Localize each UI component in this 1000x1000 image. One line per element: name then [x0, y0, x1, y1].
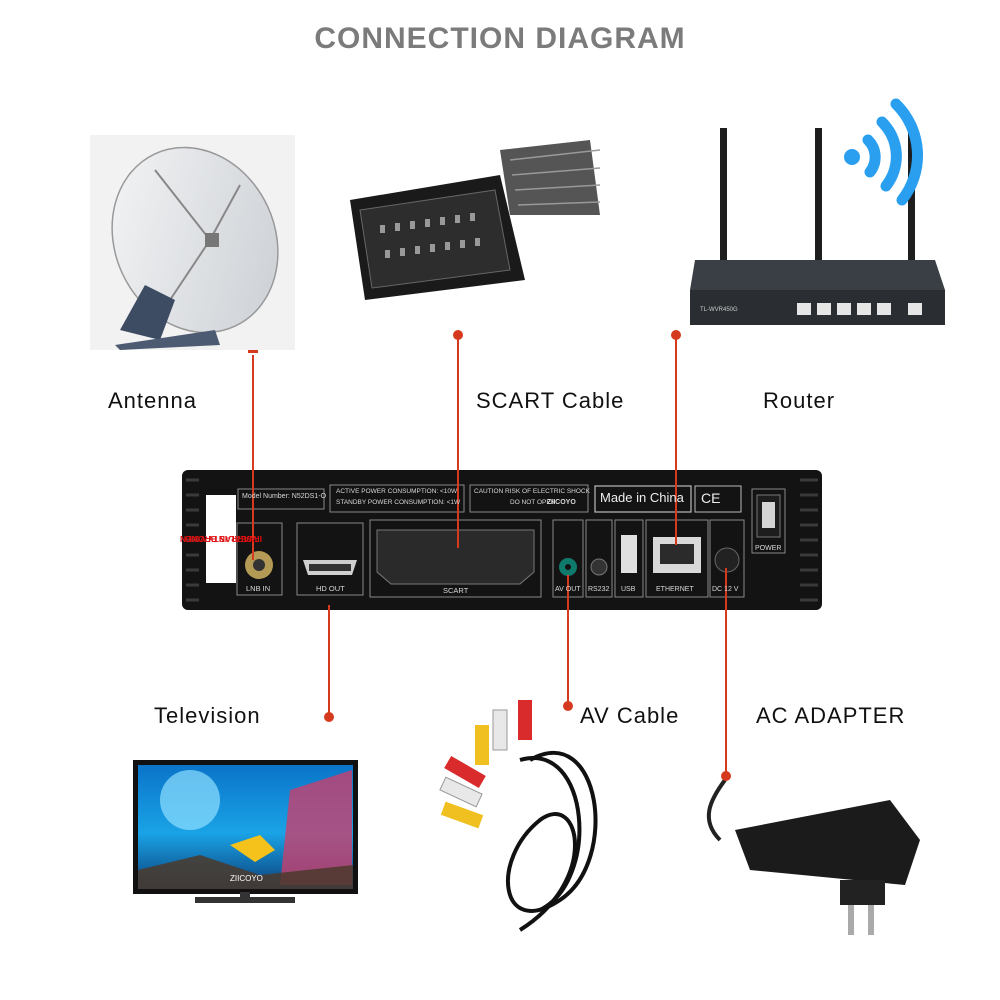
television-image [133, 760, 358, 903]
ce-mark: CE [701, 490, 721, 506]
satellite-dish-image [90, 135, 295, 350]
port-label-dc: DC 12 V [712, 586, 739, 593]
wifi-icon [844, 98, 924, 206]
page-title: CONNECTION DIAGRAM [314, 22, 686, 55]
port-label-ethernet: ETHERNET [656, 586, 694, 593]
router-image [690, 98, 945, 325]
made-in-text: Made in China [600, 490, 684, 505]
connector-lines [252, 333, 727, 775]
model-number: Model Number: N52DS1-O [242, 493, 327, 500]
label-av-cable: AV Cable [580, 703, 680, 728]
warranty-line-2: IF SEAL IS BROKEN [179, 534, 263, 544]
port-label-usb: USB [621, 586, 636, 593]
port-label-rs232: RS232 [588, 586, 610, 593]
label-scart-cable: SCART Cable [476, 388, 625, 413]
brand-text: ZIICOYO [547, 499, 576, 506]
port-label-lnb: LNB IN [246, 584, 271, 593]
label-ac-adapter: AC ADAPTER [756, 703, 906, 728]
rca-plugs [439, 700, 532, 829]
do-not-open-text: DO NOT OPEN [510, 499, 556, 506]
caution-text: CAUTION RISK OF ELECTRIC SHOCK [474, 488, 590, 495]
power-active-text: ACTIVE POWER CONSUMPTION: <10W [336, 488, 458, 495]
connector-dots [248, 330, 731, 781]
ac-adapter-image [706, 778, 920, 935]
receiver-back-panel [182, 470, 822, 610]
label-antenna: Antenna [108, 388, 197, 413]
label-router: Router [763, 388, 836, 413]
power-standby-text: STANDBY POWER CONSUMPTION: <1W [336, 499, 461, 506]
router-model: TL-WVR450G [700, 307, 738, 313]
av-cable-image [506, 750, 598, 932]
port-label-av: AV OUT [555, 586, 581, 593]
tv-brand: ZIICOYO [230, 874, 263, 883]
port-label-power: POWER [755, 545, 782, 552]
scart-cable-image [350, 140, 601, 300]
label-television: Television [154, 703, 261, 728]
port-label-scart: SCART [443, 586, 469, 595]
port-label-hdmi: HD OUT [316, 584, 345, 593]
